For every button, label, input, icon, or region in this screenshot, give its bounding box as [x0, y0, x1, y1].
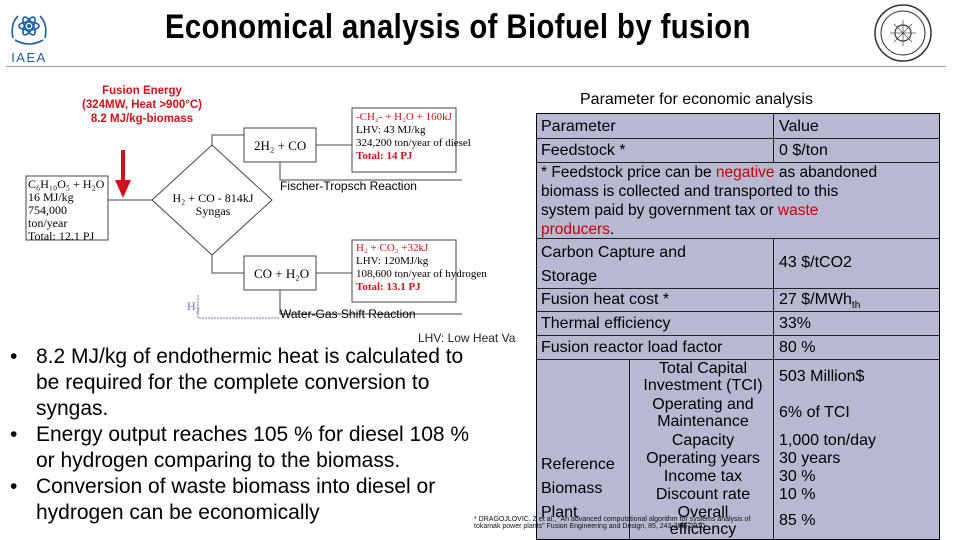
footnote-line: * DRAGOJLOVIC, Z et al., "An advanced co… [474, 516, 751, 523]
biomass-total: Total: 12.1 PJ [28, 229, 95, 243]
thermal-efficiency-label: Thermal efficiency [541, 315, 671, 332]
fusion-energy-power: (324MW, Heat >900°C) [82, 99, 202, 111]
feedstock-note-text: . [609, 221, 615, 238]
sub-row-value: 30 years [779, 450, 841, 467]
load-factor-value: 80 % [779, 339, 816, 356]
seal-logo [872, 2, 934, 64]
feedstock-note-producers: producers [541, 221, 610, 238]
feedstock-label: Feedstock * [541, 142, 626, 159]
sub-label-line: Capacity [671, 432, 735, 449]
diesel-amount: 324,200 ton/year of diesel [356, 137, 471, 149]
wgs-reaction-label: Water-Gas Shift Reaction [280, 307, 416, 321]
cc-label-line: Storage [541, 268, 598, 285]
lhv-note: LHV: Low Heat Va [418, 331, 516, 345]
sub-row-value: 1,000 ton/day [779, 432, 876, 449]
sub-row-label: Income tax [635, 468, 771, 485]
fusion-heat-cost-value: 27 $/MWhth [779, 291, 860, 315]
syngas-label: Syngas [195, 204, 231, 218]
fusion-heat-cost-label: Fusion heat cost * [541, 291, 670, 308]
bullet-text: Conversion of waste biomass into diesel … [36, 475, 436, 524]
bullet-text: Energy output reaches 105 % for diesel 1… [36, 423, 470, 472]
sub-label-line: Total Capital [658, 360, 748, 377]
ref-label-line: Plant [541, 504, 578, 521]
bullet-text: 8.2 MJ/kg of endothermic heat is calcula… [36, 345, 464, 420]
sub-row-value: 503 Million$ [779, 368, 865, 385]
syngas-reaction: H₂ + CO - 814kJ [172, 191, 254, 205]
iaea-logo: IAEA [4, 4, 54, 66]
footnote: * DRAGOJLOVIC, Z et al., "An advanced co… [474, 516, 750, 530]
ft-reaction-label: Fischer-Tropsch Reaction [280, 179, 417, 193]
ref-label-line: Reference [541, 456, 615, 473]
biomass-energy: 16 MJ/kg [28, 190, 74, 204]
syngas-box-label: 2H₂ + CO [254, 138, 307, 153]
page-title: Economical analysis of Biofuel by fusion [165, 8, 751, 46]
logo-text: IAEA [11, 50, 47, 65]
feedstock-value: 0 $/ton [779, 142, 828, 159]
ref-label-line: Biomass [541, 480, 603, 497]
fusion-energy-heat: 8.2 MJ/kg-biomass [90, 113, 194, 125]
load-factor-label: Fusion reactor load factor [541, 339, 723, 356]
sub-label-line: Maintenance [657, 413, 749, 430]
feedstock-note-waste: waste [777, 202, 819, 219]
sub-label-line: Discount rate [655, 486, 751, 503]
sub-label-line: Operating and [652, 396, 754, 413]
fusion-heat-cost-number: 27 $/MWh [779, 291, 852, 308]
co-box-label: CO + H₂O [254, 266, 310, 281]
feedstock-note-text: system paid by government tax or [541, 202, 778, 219]
sub-row-label: Operating years [635, 450, 771, 467]
hydrogen-amount: 108,600 ton/year of hydrogen [356, 268, 487, 280]
title-rule [6, 66, 946, 67]
header-parameter: Parameter [541, 118, 616, 135]
cc-label: Carbon Capture and Storage [541, 241, 686, 289]
thermal-efficiency-value: 33% [779, 315, 812, 332]
process-diagram: Fusion Energy (324MW, Heat >900°C) 8.2 M… [22, 80, 532, 322]
feedstock-note: * Feedstock price can be negative as aba… [541, 163, 939, 239]
cc-value: 43 $/tCO2 [779, 254, 852, 271]
diesel-lhv: LHV: 43 MJ/kg [356, 124, 426, 136]
fusion-energy-title: Fusion Energy [102, 85, 182, 97]
hydrogen-total: Total: 13.1 PJ [356, 281, 421, 293]
sub-row-value: 6% of TCI [779, 404, 850, 421]
feedstock-note-negative: negative [715, 164, 775, 181]
bullet-item: •8.2 MJ/kg of endothermic heat is calcul… [10, 345, 464, 420]
sub-label-line: efficiency [669, 521, 737, 538]
diesel-reaction: -CH₂- + H₂O + 160kJ [356, 111, 452, 123]
sub-row-label: Capacity [635, 432, 771, 449]
sub-row-value: 30 % [779, 468, 816, 485]
biomass-formula: C₆H₁₀O₅ + H₂O [28, 177, 105, 191]
cc-label-line: Carbon Capture and [541, 244, 686, 261]
sub-row-value: 10 % [779, 486, 816, 503]
hydrogen-reaction: H₂ + CO₂ +32kJ [356, 242, 429, 254]
sub-label-line: Income tax [663, 468, 743, 485]
feedstock-note-text: biomass is collected and transported to … [541, 183, 839, 200]
sub-label-line: Overall [677, 504, 729, 521]
bullet-item: •Conversion of waste biomass into diesel… [10, 475, 436, 524]
table-caption: Parameter for economic analysis [580, 91, 813, 108]
sub-label-line: Operating years [646, 450, 760, 467]
feedstock-note-text: * Feedstock price can be [541, 164, 716, 181]
diesel-total: Total: 14 PJ [356, 150, 413, 162]
reference-biomass-plant-label: Reference Biomass Plant [541, 453, 615, 525]
footnote-line: tokamak power plants" Fusion Engineering… [474, 523, 705, 530]
sub-row-label: Discount rate [635, 486, 771, 503]
hydrogen-lhv: LHV: 120MJ/kg [356, 255, 429, 267]
bullet-list: •8.2 MJ/kg of endothermic heat is calcul… [10, 344, 480, 526]
fusion-heat-cost-sub: th [851, 300, 861, 312]
sub-label-line: Investment (TCI) [643, 377, 763, 394]
header-value: Value [779, 118, 819, 135]
feedstock-note-text: as abandoned [774, 164, 878, 181]
parameter-table: Parameter Value Feedstock * 0 $/ton * Fe… [536, 113, 940, 540]
sub-row-value: 85 % [779, 512, 816, 529]
bullet-item: •Energy output reaches 105 % for diesel … [10, 423, 470, 472]
biomass-amount: 754,000 ton/year [28, 203, 68, 230]
h2-return-label: H₂ [187, 299, 200, 313]
